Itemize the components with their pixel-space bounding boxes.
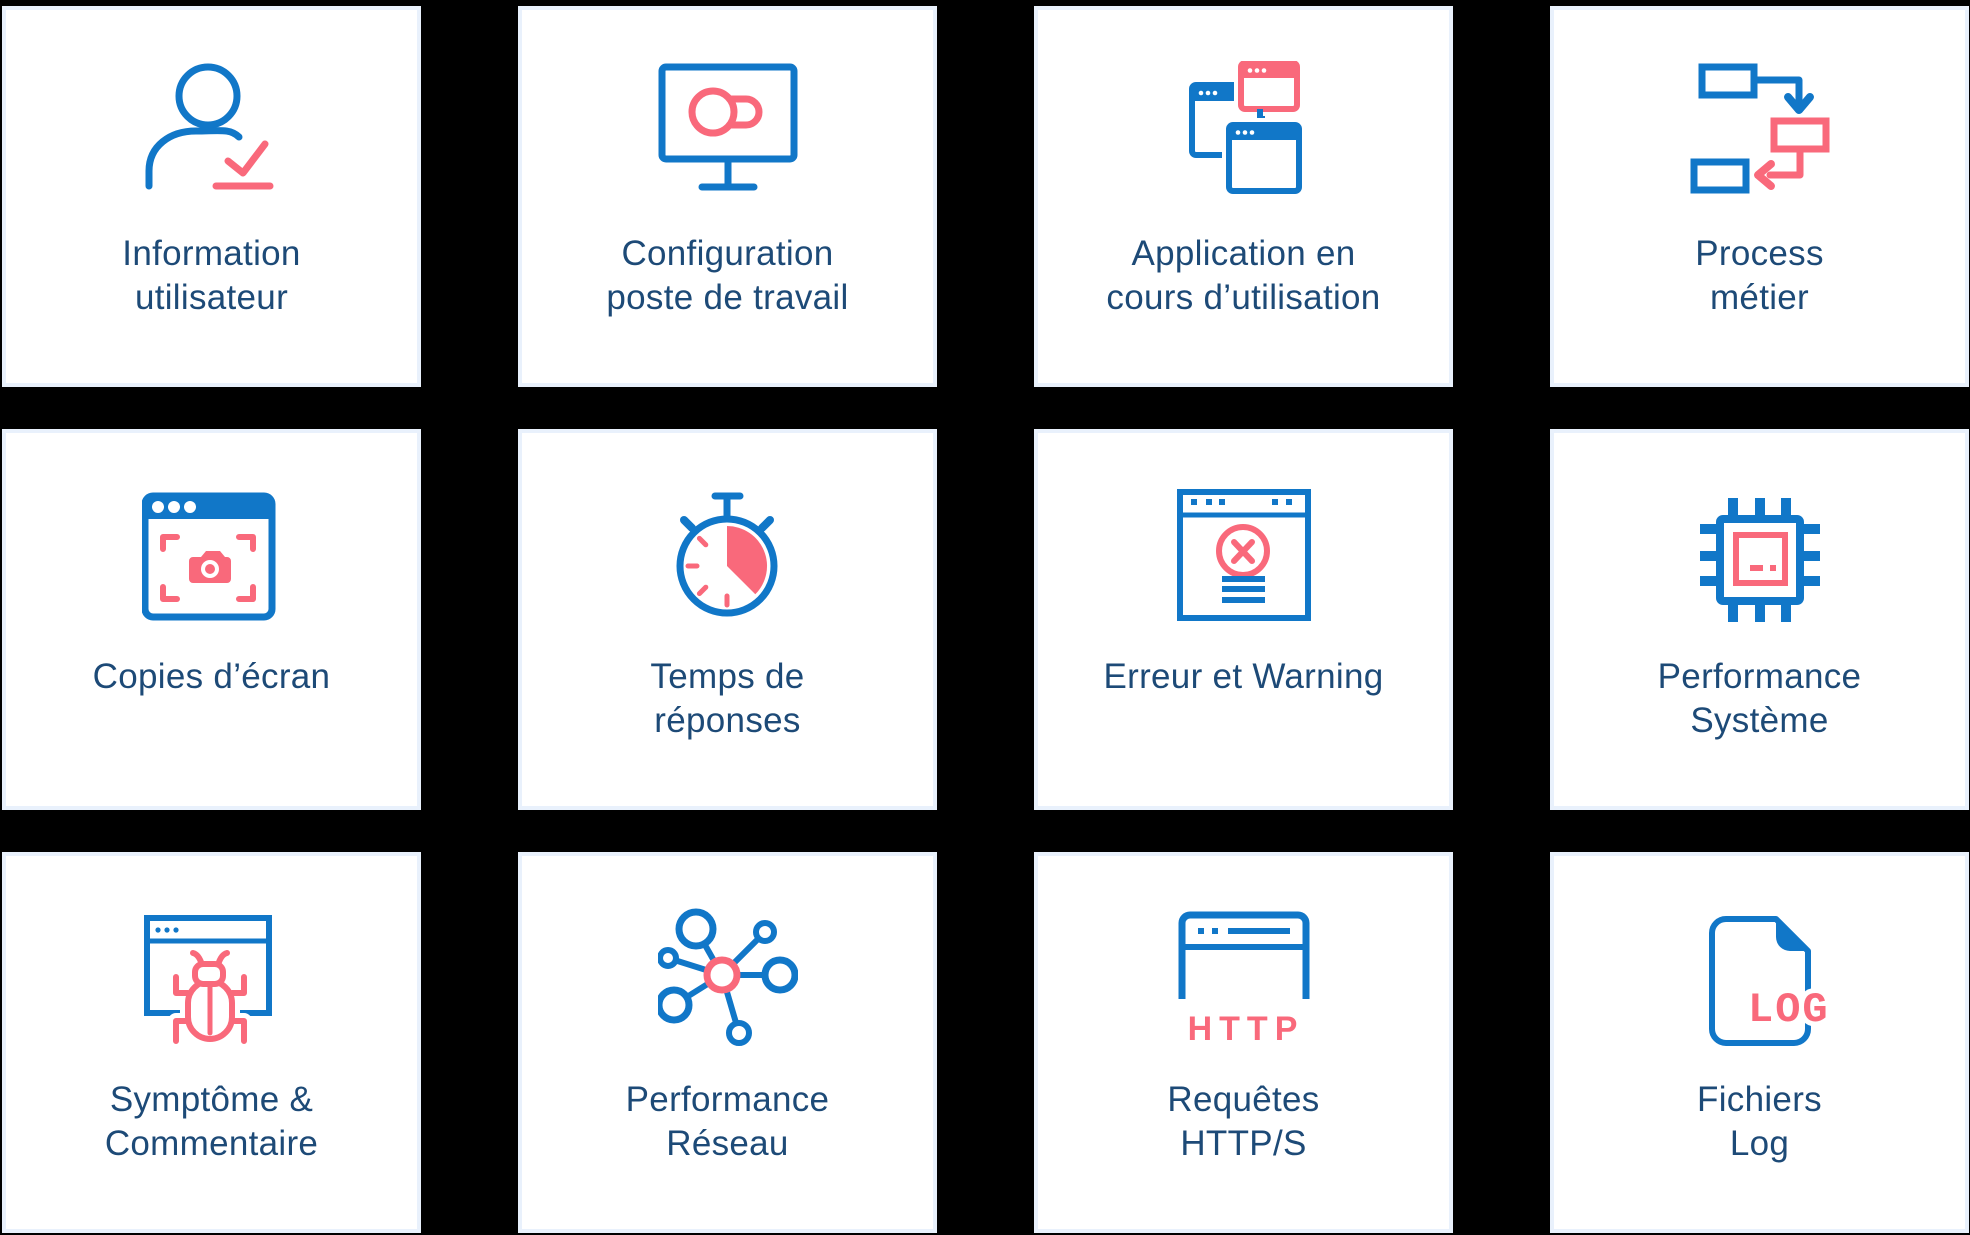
card-fichiers-log[interactable]: LOG LOG Fichiers Log xyxy=(1550,852,1969,1233)
card-process-metier[interactable]: Process métier xyxy=(1550,6,1969,387)
card-label: Configuration poste de travail xyxy=(606,234,849,317)
card-requetes-http-s[interactable]: HTTP Requêtes HTTP/S xyxy=(1034,852,1453,1233)
flowchart-icon xyxy=(1690,63,1829,194)
icon-area: HTTP xyxy=(1174,902,1314,1052)
monitor-toggle-icon xyxy=(658,63,797,191)
icon-area xyxy=(658,479,798,629)
app-windows-icon xyxy=(1188,61,1306,198)
screenshot-window-icon xyxy=(141,492,275,621)
card-configuration-poste-de-travail[interactable]: Configuration poste de travail xyxy=(518,6,937,387)
card-label: Requêtes HTTP/S xyxy=(1167,1080,1320,1163)
card-performance-systeme[interactable]: Performance Système xyxy=(1550,429,1969,810)
icon-area xyxy=(1174,56,1314,206)
user-check-icon xyxy=(145,63,273,190)
icon-area xyxy=(142,902,282,1052)
icon-area xyxy=(657,902,798,1052)
icon-area xyxy=(1690,56,1830,206)
icon-area xyxy=(1174,479,1314,629)
icon-area: LOG LOG xyxy=(1690,902,1830,1052)
card-label: Symptôme & Commentaire xyxy=(104,1080,319,1163)
icon-area xyxy=(1690,479,1830,629)
card-symptome-et-commentaire[interactable]: Symptôme & Commentaire xyxy=(2,852,421,1233)
card-label: Process métier xyxy=(1695,234,1824,317)
card-information-utilisateur[interactable]: Information utilisateur xyxy=(2,6,421,387)
card-label: Information utilisateur xyxy=(122,234,301,317)
http-label: HTTP xyxy=(1187,1010,1304,1047)
card-label: Application en cours d’utilisation xyxy=(1106,234,1381,317)
network-icon xyxy=(657,908,798,1046)
cpu-icon xyxy=(1699,498,1820,622)
bug-window-icon xyxy=(143,915,272,1047)
card-label: Performance Système xyxy=(1657,657,1862,740)
card-erreur-et-warning[interactable]: Erreur et Warning xyxy=(1034,429,1453,810)
icon-area xyxy=(141,479,282,629)
log-file-icon: LOG LOG xyxy=(1708,916,1830,1046)
card-performance-reseau[interactable]: Performance Réseau xyxy=(518,852,937,1233)
card-label: Copies d’écran xyxy=(92,657,331,696)
icon-area xyxy=(658,56,798,206)
card-label: Fichiers Log xyxy=(1697,1080,1822,1163)
card-label: Erreur et Warning xyxy=(1103,657,1384,696)
http-window-icon: HTTP xyxy=(1178,911,1309,1047)
error-window-icon xyxy=(1176,489,1311,621)
card-copies-d-ecran[interactable]: Copies d’écran xyxy=(2,429,421,810)
log-label: LOG xyxy=(1748,986,1830,1034)
log-label-halo: LOG xyxy=(1748,986,1830,1034)
card-application-en-cours[interactable]: Application en cours d’utilisation xyxy=(1034,6,1453,387)
stopwatch-icon xyxy=(676,492,777,617)
card-label: Temps de réponses xyxy=(650,657,805,740)
card-label: Performance Réseau xyxy=(625,1080,830,1163)
icon-area xyxy=(142,56,282,206)
card-temps-de-reponses[interactable]: Temps de réponses xyxy=(518,429,937,810)
